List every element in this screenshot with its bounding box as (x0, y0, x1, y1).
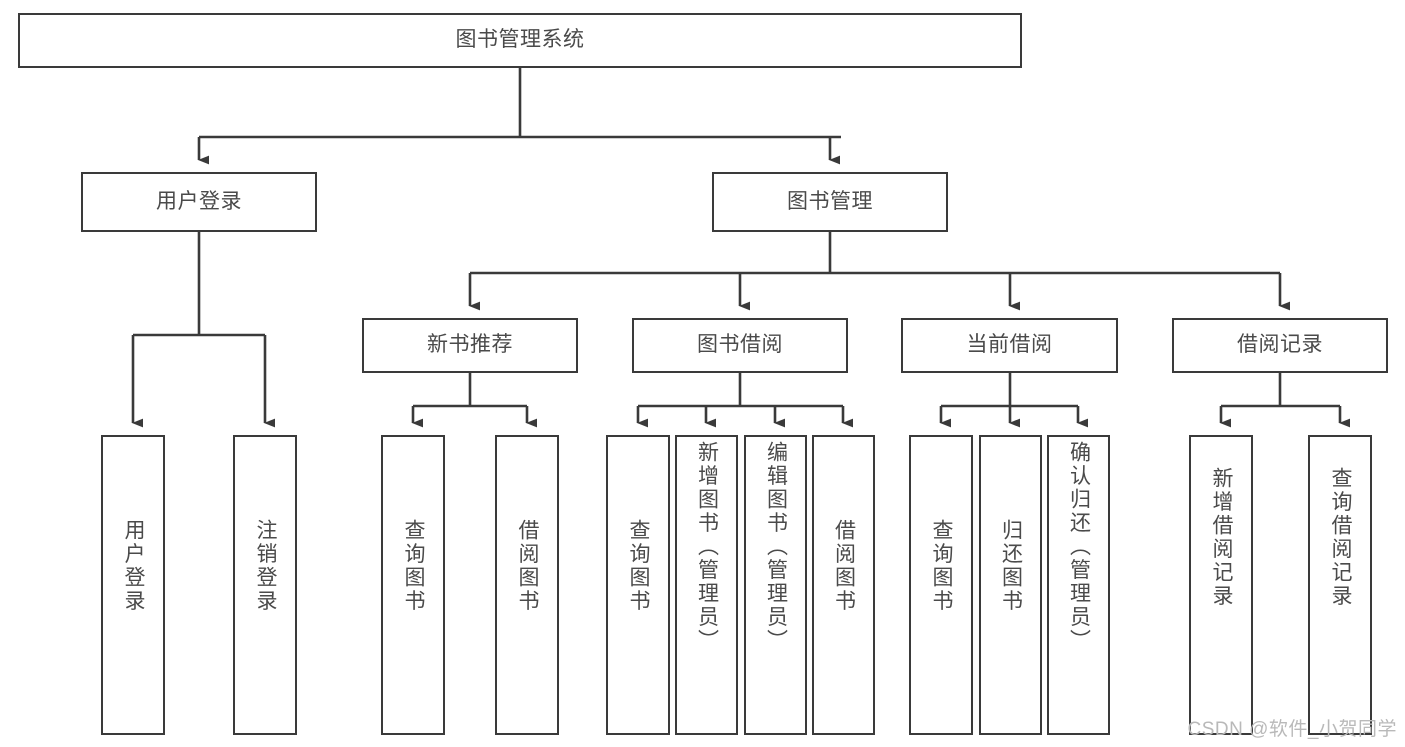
leaf-current-confirm-return-admin[interactable]: 确认归还（管理员） (1047, 435, 1110, 735)
leaf-record-query-record[interactable]: 查询借阅记录 (1308, 435, 1372, 735)
leaf-user-login-logout[interactable]: 注销登录 (233, 435, 297, 735)
node-book-borrow[interactable]: 图书借阅 (632, 318, 848, 373)
leaf-label: 注销登录 (254, 519, 278, 613)
leaf-label: 确认归还（管理员） (1067, 441, 1091, 653)
leaf-borrow-add-book-admin[interactable]: 新增图书（管理员） (675, 435, 738, 735)
node-user-login[interactable]: 用户登录 (81, 172, 317, 232)
leaf-label: 编辑图书（管理员） (764, 441, 788, 653)
leaf-borrow-borrow-book[interactable]: 借阅图书 (812, 435, 875, 735)
leaf-borrow-query-book[interactable]: 查询图书 (606, 435, 670, 735)
node-root[interactable]: 图书管理系统 (18, 13, 1022, 68)
leaf-recommend-query-book[interactable]: 查询图书 (381, 435, 445, 735)
node-borrow-record[interactable]: 借阅记录 (1172, 318, 1388, 373)
node-current-borrow-label: 当前借阅 (966, 333, 1053, 357)
node-root-label: 图书管理系统 (455, 28, 585, 52)
node-book-management-label: 图书管理 (787, 189, 873, 213)
leaf-record-add-record[interactable]: 新增借阅记录 (1189, 435, 1253, 735)
leaf-label: 查询图书 (930, 519, 954, 613)
watermark: CSDN @软件_小贺同学 (1187, 719, 1397, 740)
node-new-book-recommend-label: 新书推荐 (427, 333, 513, 357)
leaf-label: 新增图书（管理员） (695, 441, 719, 653)
node-borrow-record-label: 借阅记录 (1237, 333, 1323, 357)
node-current-borrow[interactable]: 当前借阅 (901, 318, 1118, 373)
node-book-borrow-label: 图书借阅 (697, 333, 783, 357)
leaf-label: 用户登录 (122, 519, 146, 613)
leaf-current-query-book[interactable]: 查询图书 (909, 435, 973, 735)
leaf-user-login-login[interactable]: 用户登录 (101, 435, 165, 735)
leaf-label: 查询图书 (402, 519, 426, 613)
node-new-book-recommend[interactable]: 新书推荐 (362, 318, 578, 373)
leaf-label: 查询借阅记录 (1329, 467, 1353, 608)
leaf-label: 归还图书 (999, 519, 1023, 613)
leaf-label: 查询图书 (627, 519, 651, 613)
leaf-label: 借阅图书 (516, 519, 540, 613)
leaf-borrow-edit-book-admin[interactable]: 编辑图书（管理员） (744, 435, 807, 735)
leaf-recommend-borrow-book[interactable]: 借阅图书 (495, 435, 559, 735)
leaf-current-return-book[interactable]: 归还图书 (979, 435, 1042, 735)
leaf-label: 新增借阅记录 (1210, 467, 1234, 608)
node-user-login-label: 用户登录 (156, 189, 242, 213)
node-book-management[interactable]: 图书管理 (712, 172, 948, 232)
leaf-label: 借阅图书 (832, 519, 856, 613)
